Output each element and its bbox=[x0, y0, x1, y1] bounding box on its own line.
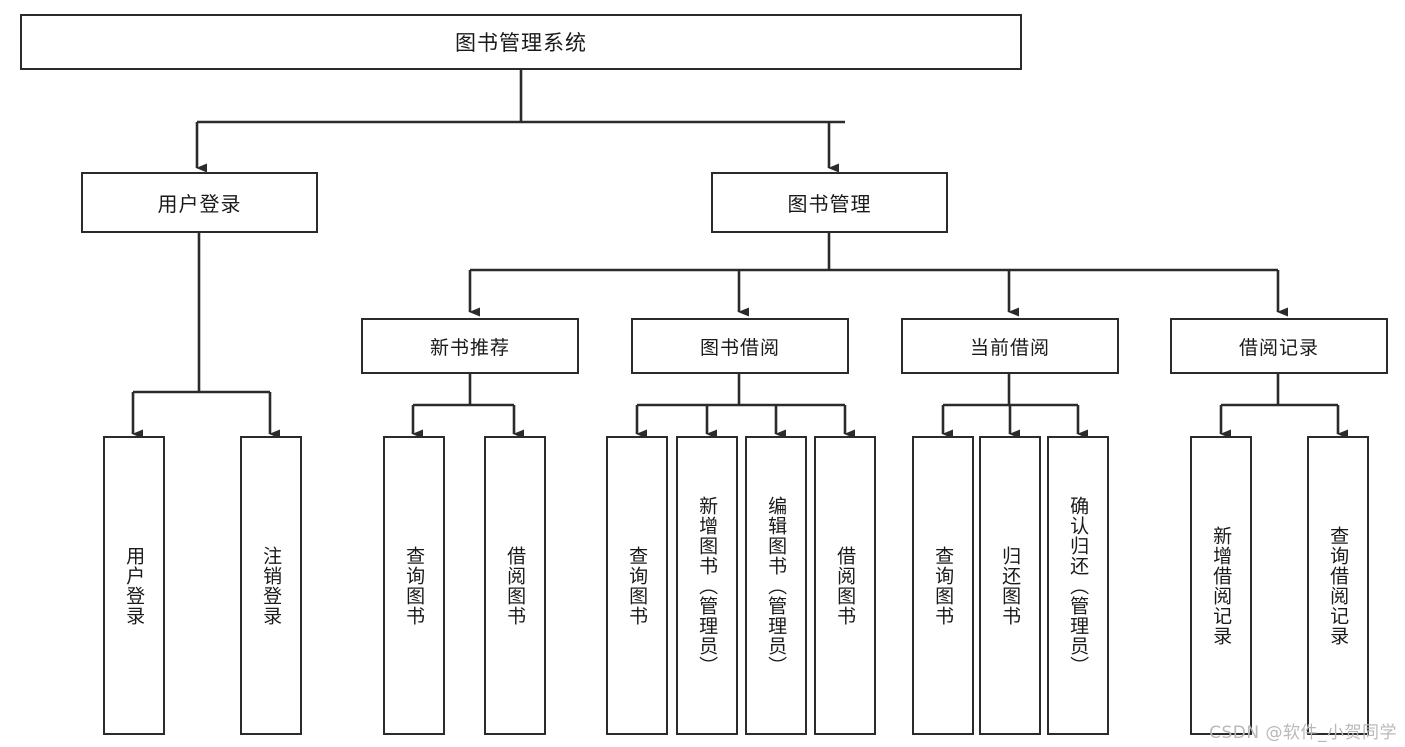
leaf-user-login-logout[interactable]: 注销登录 bbox=[240, 436, 302, 735]
leaf-user-login-login[interactable]: 用户登录 bbox=[103, 436, 165, 735]
node-label: 借阅图书 bbox=[504, 545, 527, 626]
node-label: 编辑图书（管理员） bbox=[765, 495, 788, 676]
leaf-recommend-query-book[interactable]: 查询图书 bbox=[383, 436, 445, 735]
leaf-record-add-record[interactable]: 新增借阅记录 bbox=[1190, 436, 1252, 735]
node-label: 查询图书 bbox=[403, 545, 426, 626]
node-label: 新书推荐 bbox=[429, 336, 510, 359]
node-label: 注销登录 bbox=[260, 545, 283, 626]
leaf-borrow-query-book[interactable]: 查询图书 bbox=[606, 436, 668, 735]
node-label: 图书借阅 bbox=[699, 336, 780, 359]
node-label: 图书管理系统 bbox=[455, 31, 587, 55]
leaf-borrow-edit-book-admin[interactable]: 编辑图书（管理员） bbox=[745, 436, 807, 735]
node-user-login[interactable]: 用户登录 bbox=[81, 172, 318, 233]
leaf-record-query-record[interactable]: 查询借阅记录 bbox=[1307, 436, 1369, 735]
leaf-recommend-borrow-book[interactable]: 借阅图书 bbox=[484, 436, 546, 735]
leaf-current-confirm-return-admin[interactable]: 确认归还（管理员） bbox=[1047, 436, 1109, 735]
leaf-current-query-book[interactable]: 查询图书 bbox=[912, 436, 974, 735]
node-current-borrow[interactable]: 当前借阅 bbox=[901, 318, 1119, 374]
leaf-borrow-add-book-admin[interactable]: 新增图书（管理员） bbox=[676, 436, 738, 735]
csdn-watermark: CSDN @软件_小贺同学 bbox=[1209, 723, 1397, 743]
node-label: 新增图书（管理员） bbox=[696, 495, 719, 676]
node-root-system[interactable]: 图书管理系统 bbox=[20, 14, 1022, 70]
node-label: 用户登录 bbox=[157, 192, 242, 216]
node-book-management[interactable]: 图书管理 bbox=[711, 172, 948, 233]
leaf-borrow-borrow-book[interactable]: 借阅图书 bbox=[814, 436, 876, 735]
node-book-borrow[interactable]: 图书借阅 bbox=[631, 318, 849, 374]
node-label: 用户登录 bbox=[123, 545, 146, 626]
node-label: 当前借阅 bbox=[969, 336, 1050, 359]
node-label: 图书管理 bbox=[787, 192, 872, 216]
node-label: 新增借阅记录 bbox=[1210, 525, 1233, 646]
node-label: 借阅记录 bbox=[1238, 336, 1319, 359]
node-borrow-record[interactable]: 借阅记录 bbox=[1170, 318, 1388, 374]
node-label: 借阅图书 bbox=[834, 545, 857, 626]
node-new-book-recommend[interactable]: 新书推荐 bbox=[361, 318, 579, 374]
leaf-current-return-book[interactable]: 归还图书 bbox=[979, 436, 1041, 735]
node-label: 查询图书 bbox=[626, 545, 649, 626]
node-label: 归还图书 bbox=[999, 545, 1022, 626]
node-label: 确认归还（管理员） bbox=[1067, 495, 1090, 676]
node-label: 查询图书 bbox=[932, 545, 955, 626]
node-label: 查询借阅记录 bbox=[1327, 525, 1350, 646]
